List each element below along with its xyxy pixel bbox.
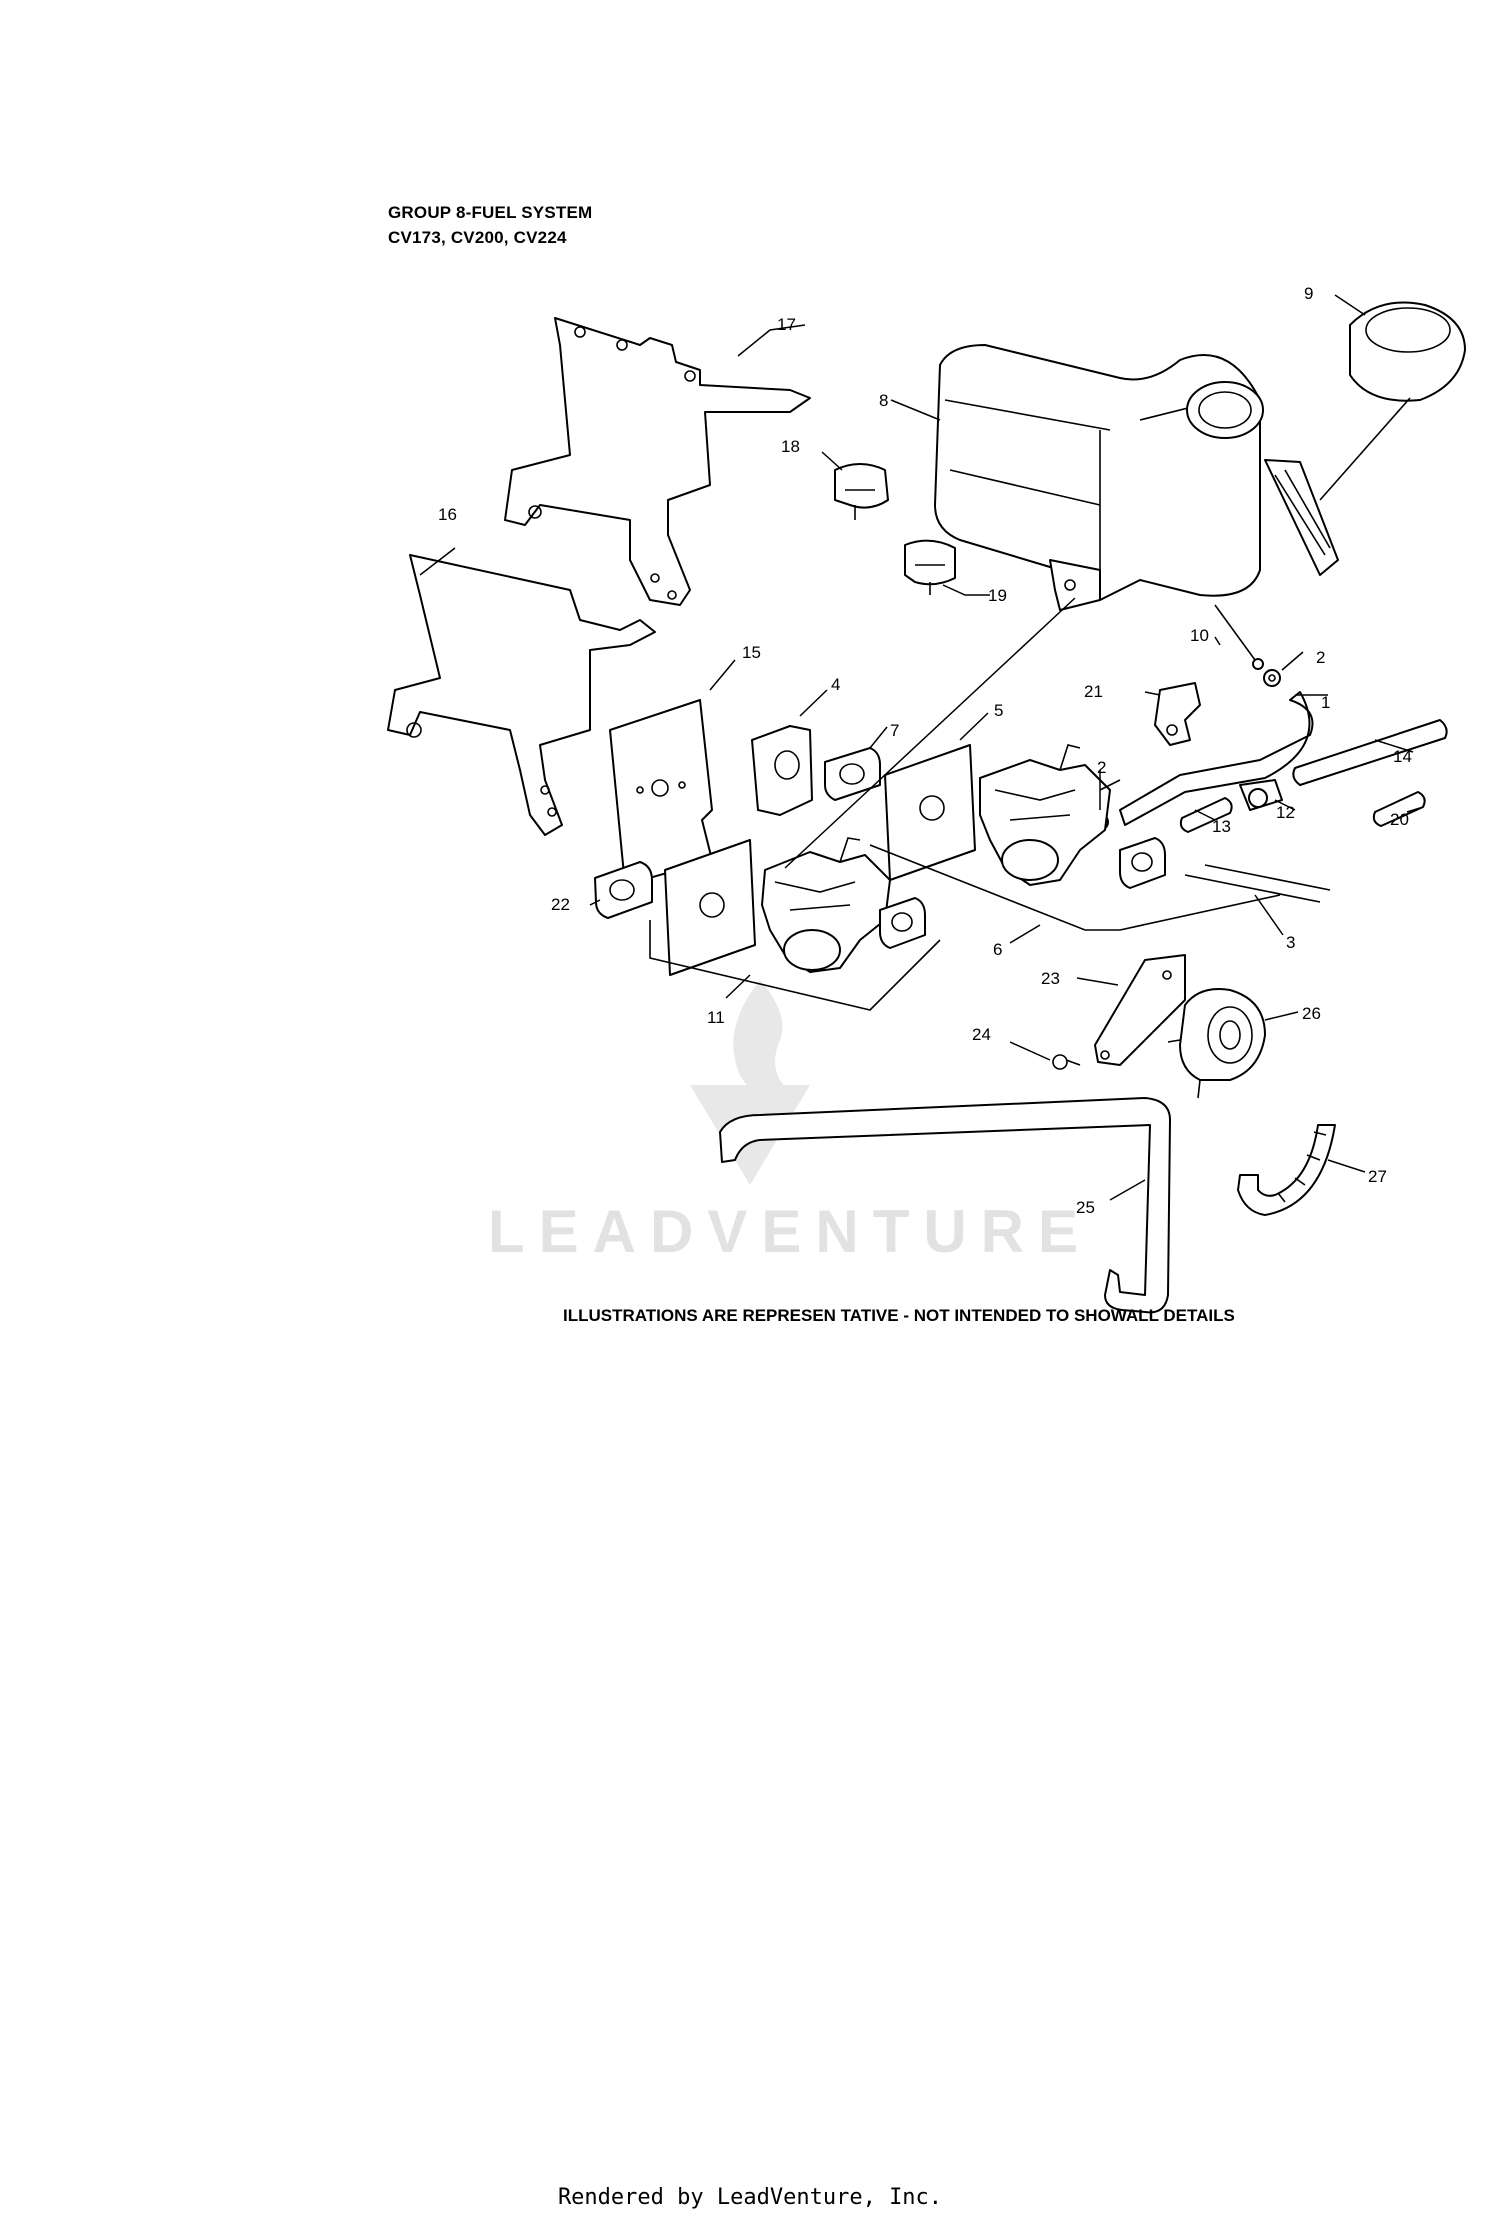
watermark-text: LEADVENTURE <box>488 1198 1092 1265</box>
fuel-cap-9 <box>1264 301 1466 576</box>
gasket-plate-11 <box>664 839 756 976</box>
callout-3: 3 <box>1286 933 1295 952</box>
callout-9: 9 <box>1304 284 1313 303</box>
callout-23: 23 <box>1041 969 1060 988</box>
fuel-line-1 <box>1119 691 1314 826</box>
mount-19 <box>904 539 956 595</box>
callout-18: 18 <box>781 437 800 456</box>
callout-8: 8 <box>879 391 888 410</box>
insulator-plate-15 <box>609 699 713 886</box>
studs-3 <box>1184 864 1331 903</box>
model-list: CV173, CV200, CV224 <box>388 228 567 247</box>
callout-19: 19 <box>988 586 1007 605</box>
fuel-pump-26 <box>1167 988 1266 1099</box>
bracket-23 <box>1094 954 1186 1066</box>
hose-25 <box>719 1097 1171 1314</box>
gasket-11 <box>879 897 926 949</box>
screw-10 <box>1214 604 1264 670</box>
callout-10: 10 <box>1190 626 1209 645</box>
hose-20 <box>1372 791 1426 827</box>
clamp-2-upper <box>1263 669 1281 687</box>
hose-27 <box>1237 1124 1336 1216</box>
spacer-4 <box>751 725 813 816</box>
disclaimer-text: ILLUSTRATIONS ARE REPRESEN TATIVE - NOT … <box>563 1306 1235 1325</box>
callout-2-upper: 2 <box>1316 648 1325 667</box>
valve-12 <box>1239 779 1283 811</box>
shutoff-valve-21 <box>1154 682 1201 746</box>
carburetor-6 <box>979 744 1121 886</box>
callout-labels: 1 2 2 3 4 5 6 7 8 9 10 11 12 13 14 15 16… <box>438 284 1412 1217</box>
callout-7: 7 <box>890 721 899 740</box>
callout-12: 12 <box>1276 803 1295 822</box>
callout-1: 1 <box>1321 693 1330 712</box>
callout-5: 5 <box>994 701 1003 720</box>
fuel-tank-8 <box>934 344 1264 611</box>
callout-24: 24 <box>972 1025 991 1044</box>
callout-6: 6 <box>993 940 1002 959</box>
footer-credit: Rendered by LeadVenture, Inc. <box>557 2185 943 2210</box>
callout-15: 15 <box>742 643 761 662</box>
callout-20: 20 <box>1390 810 1409 829</box>
gasket-plate-5 <box>884 744 976 881</box>
callout-27: 27 <box>1368 1167 1387 1186</box>
gasket-6 <box>1119 837 1166 889</box>
gasket-22 <box>594 861 653 919</box>
mount-18 <box>834 463 889 520</box>
group-11-bracket <box>649 920 941 1011</box>
callout-11: 11 <box>707 1008 725 1027</box>
callout-26: 26 <box>1302 1004 1321 1023</box>
gasket-7 <box>824 747 881 801</box>
callout-14: 14 <box>1393 747 1412 766</box>
carburetor-11 <box>761 837 891 973</box>
bracket-17 <box>504 317 811 606</box>
callout-25: 25 <box>1076 1198 1095 1217</box>
callout-13: 13 <box>1212 817 1231 836</box>
callout-22: 22 <box>551 895 570 914</box>
hose-14 <box>1292 719 1448 786</box>
callout-17: 17 <box>777 315 796 334</box>
clip-24 <box>1052 1054 1081 1070</box>
callout-4: 4 <box>831 675 840 694</box>
diagram-title: GROUP 8-FUEL SYSTEM <box>388 203 593 222</box>
bracket-16 <box>387 554 656 836</box>
group-6-bracket <box>869 844 1281 931</box>
leader-lines <box>419 294 1421 1201</box>
callout-21: 21 <box>1084 682 1103 701</box>
callout-2-lower: 2 <box>1097 758 1106 777</box>
callout-16: 16 <box>438 505 457 524</box>
